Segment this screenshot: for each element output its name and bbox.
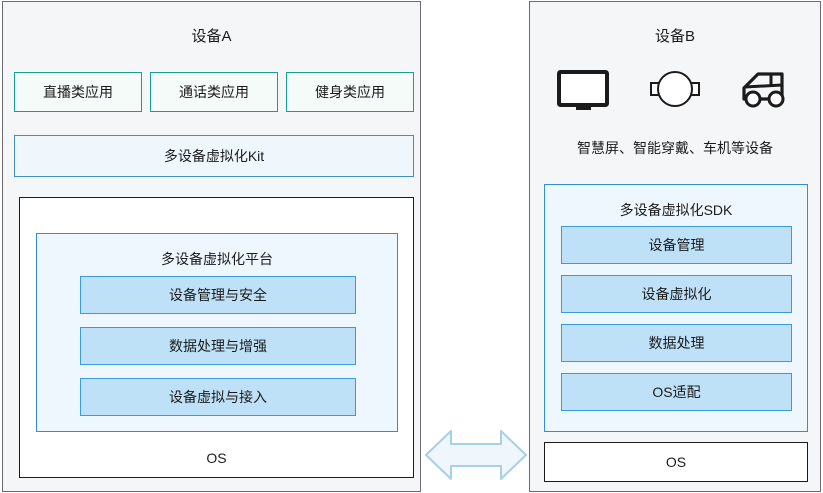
platform-module-data-processing-enhancement[interactable]: 数据处理与增强 [80,327,356,365]
app-box-label: 直播类应用 [43,83,113,100]
device-a-panel: 设备A 直播类应用 通话类应用 健身类应用 多设备虚拟化Kit 多设备虚拟化平台… [2,1,421,492]
app-box-label: 通话类应用 [179,83,249,100]
module-label: 数据处理 [648,334,705,351]
app-box-label: 健身类应用 [315,83,385,100]
multi-device-virtualization-platform-box: 多设备虚拟化平台 设备管理与安全 数据处理与增强 设备虚拟与接入 [36,233,398,432]
bidirectional-link-arrow [425,430,527,480]
sdk-module-data-processing[interactable]: 数据处理 [561,324,792,362]
app-box-calling[interactable]: 通话类应用 [150,72,278,112]
device-b-panel: 设备B 智慧屏、智能穿戴、车机等设备 [529,1,821,492]
module-label: 数据处理与增强 [169,337,267,354]
multi-device-virtualization-kit-box[interactable]: 多设备虚拟化Kit [14,135,414,177]
platform-title: 多设备虚拟化平台 [161,251,273,267]
smart-screen-icon [557,70,609,110]
sdk-module-device-virtualization[interactable]: 设备虚拟化 [561,275,792,313]
device-a-title: 设备A [191,28,232,45]
platform-module-device-virtualization-access[interactable]: 设备虚拟与接入 [80,378,356,416]
sdk-module-os-adaptation[interactable]: OS适配 [561,373,792,411]
module-label: 设备管理与安全 [169,286,267,303]
multi-device-virtualization-sdk-box: 多设备虚拟化SDK 设备管理 设备虚拟化 数据处理 OS适配 [544,184,808,432]
app-box-fitness[interactable]: 健身类应用 [286,72,414,112]
module-label: 设备虚拟化 [641,285,712,302]
platform-module-device-management-security[interactable]: 设备管理与安全 [80,276,356,314]
device-b-os-label: OS [665,453,687,470]
module-label: 设备虚拟与接入 [169,388,267,405]
device-icon-row [556,64,796,114]
module-label: 设备管理 [648,236,705,253]
device-a-os-label: OS [206,450,227,466]
sdk-module-device-management[interactable]: 设备管理 [561,226,792,264]
sdk-title: 多设备虚拟化SDK [619,202,733,218]
smart-wearable-icon [649,71,700,107]
module-label: OS适配 [652,383,701,400]
device-a-os-container: 多设备虚拟化平台 设备管理与安全 数据处理与增强 设备虚拟与接入 OS [19,197,414,478]
kit-label: 多设备虚拟化Kit [163,147,265,164]
device-b-title: 设备B [654,28,695,45]
car-machine-icon [742,72,785,108]
device-b-caption: 智慧屏、智能穿戴、车机等设备 [577,140,773,156]
app-box-live-streaming[interactable]: 直播类应用 [14,72,142,112]
device-b-os-box: OS [544,442,808,482]
